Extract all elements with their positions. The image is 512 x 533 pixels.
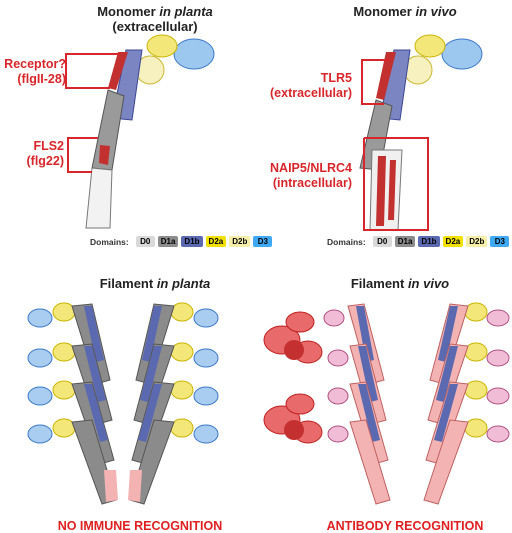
fls2-label: FLS2 (flg22): [26, 139, 65, 168]
domain-chip-d0: D0: [135, 236, 155, 247]
filament-in-planta-structure: [27, 302, 219, 505]
domain-chip-d1b: D1b: [181, 236, 203, 247]
antibody-shape: [263, 393, 323, 444]
domain-chip-d1a: D1a: [394, 236, 416, 247]
tlr5-label: TLR5 (extracellular): [270, 71, 352, 100]
domain-legend-label: Domains:: [90, 236, 129, 247]
receptor-bracket: [65, 53, 120, 89]
monomer-in-planta-structure: [85, 34, 215, 229]
filament-in-vivo-structure: [263, 302, 510, 505]
filament-in-vivo-title: Filament in vivo: [350, 276, 450, 291]
domain-chip-d2b: D2b: [466, 236, 488, 247]
no-immune-recognition-caption: NO IMMUNE RECOGNITION: [57, 519, 223, 533]
domain-chip-d3: D3: [253, 236, 273, 247]
antibody-shape: [263, 311, 323, 364]
domain-chip-d0: D0: [372, 236, 392, 247]
domain-chip-d1a: D1a: [157, 236, 179, 247]
domain-legend-left: Domains: D0 D1a D1b D2a D2b D3: [90, 236, 273, 247]
domain-legend-right: Domains: D0 D1a D1b D2a D2b D3: [327, 236, 510, 247]
fls2-bracket: [67, 137, 98, 173]
tlr5-bracket: [361, 59, 390, 105]
monomer-in-vivo-title: Monomer in vivo: [353, 4, 457, 19]
monomer-in-planta-subtitle: (extracellular): [112, 19, 198, 34]
filament-in-planta-title: Filament in planta: [99, 276, 211, 291]
monomer-in-vivo-structure: [359, 34, 483, 231]
naip5-nlrc4-label: NAIP5/NLRC4 (intracellular): [270, 161, 352, 190]
domain-chip-d3: D3: [490, 236, 510, 247]
domain-chip-d1b: D1b: [418, 236, 440, 247]
receptor-label: Receptor? (flgII-28): [4, 57, 66, 86]
naip5-bracket: [363, 137, 429, 231]
domain-chip-d2a: D2a: [205, 236, 227, 247]
domain-legend-label: Domains:: [327, 236, 366, 247]
domain-chip-d2a: D2a: [442, 236, 464, 247]
monomer-in-planta-title: Monomer in planta: [97, 4, 213, 19]
domain-chip-d2b: D2b: [229, 236, 251, 247]
antibody-recognition-caption: ANTIBODY RECOGNITION: [326, 519, 484, 533]
